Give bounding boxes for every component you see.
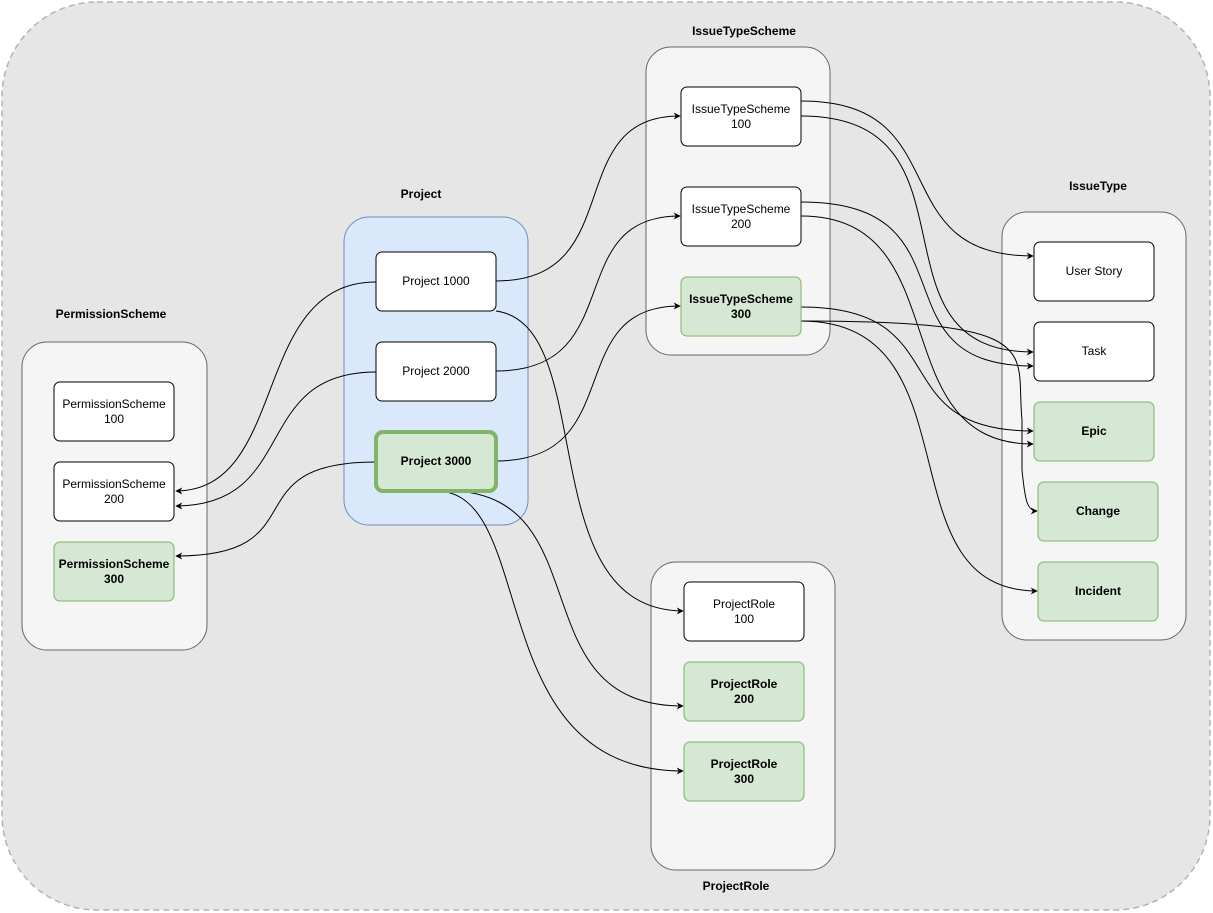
node-label-line: 300	[731, 307, 751, 321]
issue-type-scheme-title: IssueTypeScheme	[692, 24, 796, 38]
permission-scheme-title: PermissionScheme	[56, 307, 167, 321]
connector-project-3000-to-project-role-200	[455, 490, 684, 710]
connector-issue-type-scheme-200-to-task	[800, 201, 1034, 370]
connector-project-2000-to-permission-scheme-200	[175, 371, 377, 510]
issue-type-task-node[interactable]: Task	[1033, 321, 1155, 382]
issue-type-change-node[interactable]: Change	[1037, 481, 1159, 542]
project-role-200-node[interactable]: ProjectRole 200	[683, 661, 805, 722]
node-label-line: Project 1000	[402, 274, 470, 288]
connector-issue-type-scheme-200-to-epic	[800, 215, 1034, 448]
connector-project-3000-to-issue-type-scheme-300	[495, 302, 681, 462]
connector-project-1000-to-issue-type-scheme-100	[495, 112, 681, 282]
connector-issue-type-scheme-300-to-change	[800, 320, 1038, 515]
issue-type-incident-node[interactable]: Incident	[1037, 561, 1159, 622]
connector-project-1000-to-project-role-100	[495, 310, 684, 615]
node-label-line: 200	[734, 692, 754, 706]
node-label-line: PermissionScheme	[62, 397, 166, 411]
node-label-line: Task	[1082, 344, 1108, 358]
connector-project-3000-to-project-role-300	[435, 490, 684, 775]
permission-scheme-100-node[interactable]: PermissionScheme 100	[53, 381, 175, 442]
node-label-line: ProjectRole	[711, 677, 778, 691]
node-label-line: User Story	[1066, 264, 1123, 278]
issue-type-user-story-node[interactable]: User Story	[1033, 241, 1155, 302]
project-role-title: ProjectRole	[703, 879, 770, 893]
node-label-line: Project 3000	[401, 454, 472, 468]
connector-issue-type-scheme-300-to-incident	[800, 320, 1038, 595]
connector-issue-type-scheme-100-to-task	[800, 115, 1034, 356]
permission-scheme-200-node[interactable]: PermissionScheme 200	[53, 461, 175, 522]
project-1000-node[interactable]: Project 1000	[375, 251, 497, 312]
node-label-line: PermissionScheme	[62, 477, 166, 491]
node-label-line: 100	[104, 412, 124, 426]
issue-type-epic-node[interactable]: Epic	[1033, 401, 1155, 462]
node-label-line: 100	[731, 117, 751, 131]
connector-project-1000-to-permission-scheme-200	[175, 281, 377, 495]
node-label-line: Epic	[1081, 424, 1107, 438]
issue-type-scheme-300-node[interactable]: IssueTypeScheme 300	[680, 276, 802, 337]
node-label-line: ProjectRole	[711, 757, 778, 771]
node-label-line: PermissionScheme	[59, 557, 170, 571]
node-label-line: 300	[104, 572, 124, 586]
project-3000-node[interactable]: Project 3000	[374, 430, 498, 493]
issue-type-scheme-100-node[interactable]: IssueTypeScheme 100	[680, 86, 802, 147]
connector-issue-type-scheme-100-to-user-story	[800, 100, 1034, 260]
connector-project-3000-to-permission-scheme-300	[175, 461, 377, 560]
node-label-line: IssueTypeScheme	[692, 202, 791, 216]
connectors	[175, 100, 1038, 775]
project-role-300-node[interactable]: ProjectRole 300	[683, 741, 805, 802]
node-label-line: 300	[734, 772, 754, 786]
project-2000-node[interactable]: Project 2000	[375, 341, 497, 402]
node-label-line: 200	[731, 217, 751, 231]
node-label-line: Project 2000	[402, 364, 470, 378]
connector-project-2000-to-issue-type-scheme-200	[495, 212, 681, 372]
node-label-line: IssueTypeScheme	[689, 292, 793, 306]
project-title: Project	[401, 187, 442, 201]
node-label-line: IssueTypeScheme	[692, 102, 791, 116]
node-label-line: Change	[1076, 504, 1120, 518]
issue-type-title: IssueType	[1069, 179, 1127, 193]
node-label-line: 200	[104, 492, 124, 506]
connector-issue-type-scheme-300-to-epic	[800, 306, 1034, 435]
node-label-line: ProjectRole	[713, 597, 775, 611]
node-label-line: 100	[734, 612, 754, 626]
node-label-line: Incident	[1075, 584, 1121, 598]
project-role-100-node[interactable]: ProjectRole 100	[683, 581, 805, 642]
permission-scheme-300-node[interactable]: PermissionScheme 300	[53, 541, 175, 602]
issue-type-scheme-200-node[interactable]: IssueTypeScheme 200	[680, 186, 802, 247]
